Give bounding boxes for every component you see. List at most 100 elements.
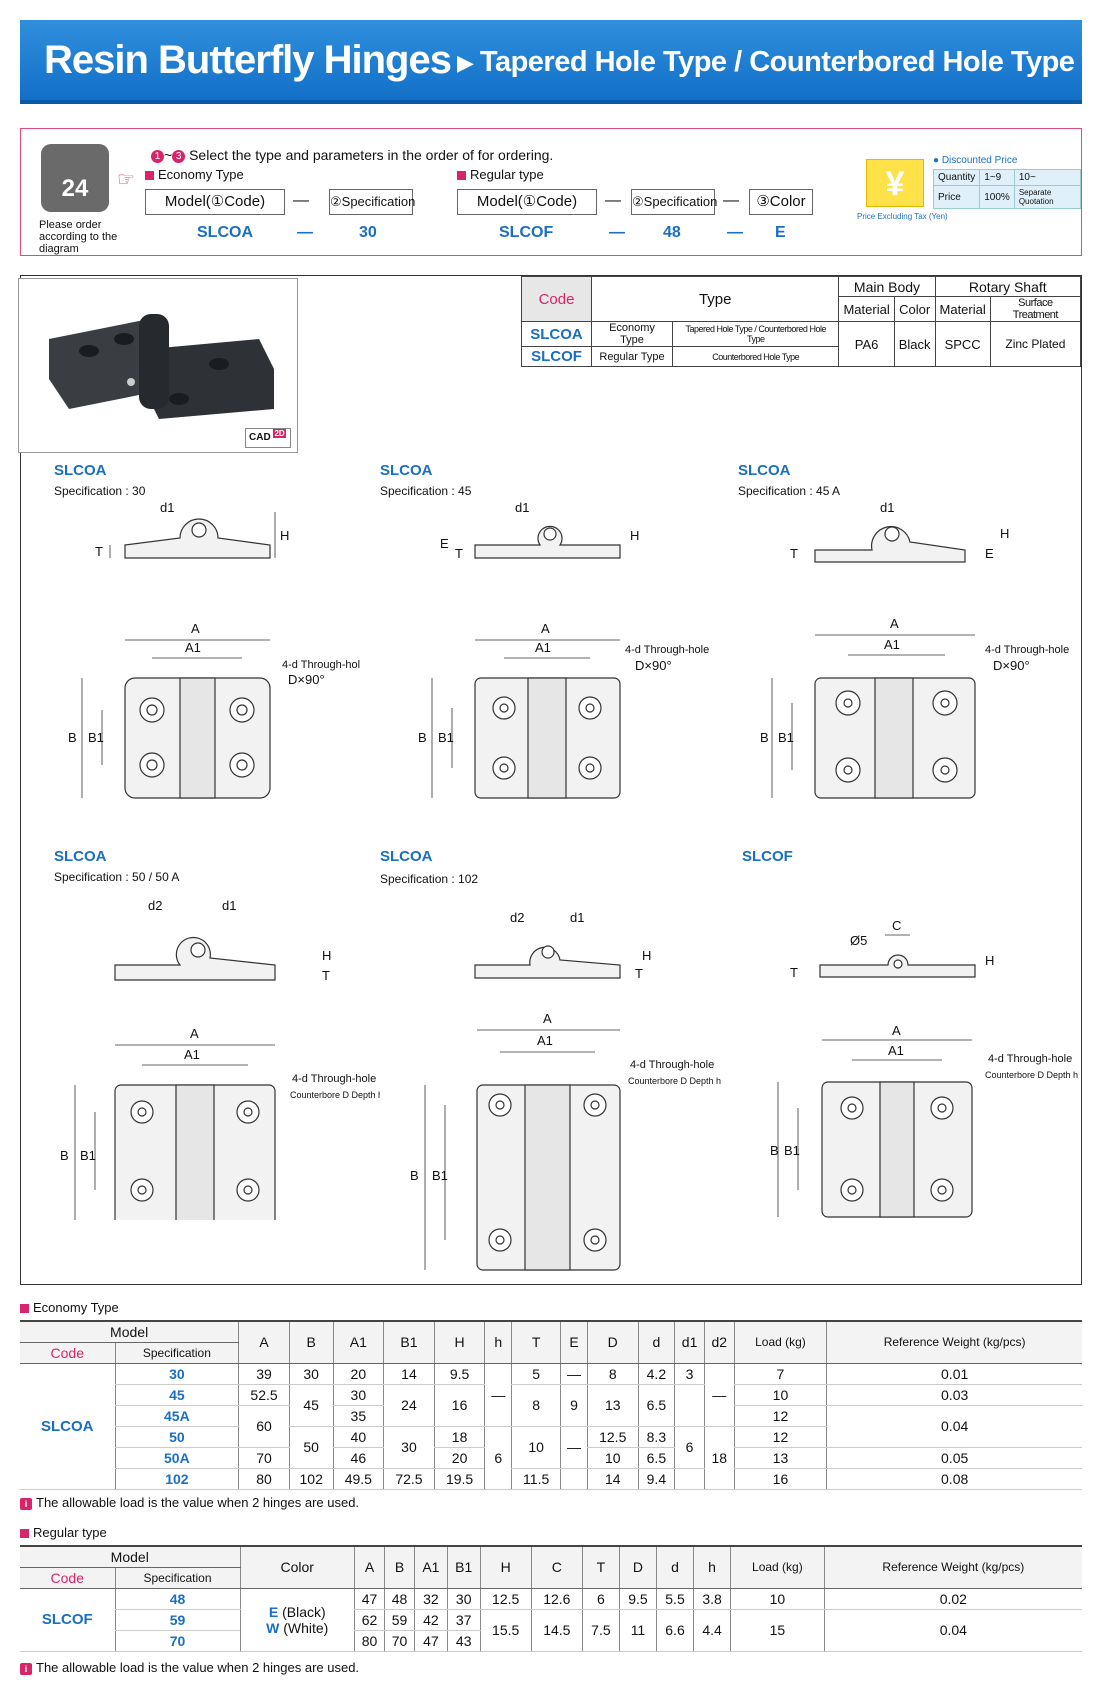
svg-text:E: E — [985, 546, 994, 561]
dim-H: H — [280, 528, 289, 543]
svg-text:A: A — [190, 1026, 199, 1041]
dash: — — [293, 192, 309, 209]
drawing-title: SLCOA — [380, 462, 433, 479]
svg-text:T: T — [790, 546, 798, 561]
svg-text:A: A — [892, 1023, 901, 1038]
regular-color-box: ③Color — [749, 189, 813, 215]
svg-text:C: C — [892, 918, 901, 933]
regular-model-box: Model(①Code) — [457, 189, 597, 215]
economy-type-label: Economy Type — [145, 167, 244, 182]
svg-text:d2: d2 — [510, 910, 524, 925]
svg-text:T: T — [455, 546, 463, 561]
dim-T: T — [95, 544, 103, 559]
svg-text:Ø5: Ø5 — [850, 933, 867, 948]
svg-text:d1: d1 — [570, 910, 584, 925]
svg-text:d1: d1 — [880, 500, 894, 515]
economy-section-title: Economy Type — [20, 1300, 119, 1315]
drawing-panel — [20, 275, 1082, 1285]
svg-text:B1: B1 — [778, 730, 794, 745]
svg-text:B: B — [418, 730, 427, 745]
product-photo — [18, 278, 298, 453]
page-header: Resin Butterfly Hinges ▶ Tapered Hole Ty… — [20, 20, 1082, 104]
regular-spec-box: ②Specification — [631, 189, 717, 215]
svg-text:A1: A1 — [535, 640, 551, 655]
page-subtitle: Tapered Hole Type / Counterbored Hole Ty… — [479, 45, 1075, 78]
svg-text:A: A — [890, 616, 899, 631]
regular-color-value: E — [775, 224, 786, 241]
svg-text:4-d Through-hole: 4-d Through-hole — [985, 644, 1069, 656]
svg-text:4-d Through-hole: 4-d Through-hole — [630, 1059, 714, 1071]
svg-text:B1: B1 — [438, 730, 454, 745]
svg-text:H: H — [630, 528, 639, 543]
cad-badge[interactable]: CAD 2D — [245, 428, 291, 448]
drawing-title: SLCOA — [380, 848, 433, 865]
dim-B: B — [68, 730, 77, 745]
svg-text:T: T — [635, 966, 643, 981]
order-instruction: 1~3 Select the type and parameters in th… — [151, 147, 553, 163]
svg-text:B: B — [410, 1168, 419, 1183]
svg-text:4-d Through-hole: 4-d Through-hole — [292, 1073, 376, 1085]
economy-spec-value: 30 — [359, 224, 377, 241]
dash: — — [297, 224, 313, 241]
svg-text:A: A — [543, 1011, 552, 1026]
ordering-panel: 24 Please order according to the diagram… — [20, 128, 1082, 256]
svg-text:A1: A1 — [888, 1043, 904, 1058]
svg-text:H: H — [322, 948, 331, 963]
play-arrow-icon: ▶ — [456, 50, 474, 75]
dim-A1: A1 — [185, 640, 201, 655]
regular-model-value: SLCOF — [499, 224, 554, 241]
drawing-slcoa-50: A A1 B B1 H T d2 d1 4-d Through-hole Cou… — [60, 898, 380, 1220]
regular-type-label: Regular type — [457, 167, 544, 182]
svg-text:H: H — [985, 953, 994, 968]
svg-text:T: T — [790, 965, 798, 980]
hole-note-2: D×90° — [288, 672, 325, 687]
dim-d1: d1 — [160, 500, 174, 515]
svg-text:Counterbore D Depth h: Counterbore D Depth h — [985, 1070, 1078, 1080]
drawing-slcoa-45: A A1 B B1 H E T d1 4-d Through-hole D×90… — [418, 500, 709, 799]
svg-text:D×90°: D×90° — [993, 658, 1030, 673]
regular-table: Model Color A B A1 B1 H C T D d h Load (… — [20, 1545, 1082, 1652]
drawing-spec: Specification : 45 A — [738, 484, 841, 498]
svg-text:T: T — [322, 968, 330, 983]
svg-text:B: B — [760, 730, 769, 745]
svg-text:Counterbore D Depth h: Counterbore D Depth h — [628, 1076, 721, 1086]
drawing-spec: Specification : 50 / 50 A — [54, 870, 180, 884]
svg-text:Counterbore D Depth h: Counterbore D Depth h — [290, 1090, 380, 1100]
dash: — — [727, 224, 743, 241]
price-caption: Price Excluding Tax (Yen) — [857, 212, 948, 221]
dash: — — [723, 192, 739, 209]
economy-spec-box: ②Specification — [329, 189, 415, 215]
economy-model-box: Model(①Code) — [145, 189, 285, 215]
svg-text:E: E — [440, 536, 449, 551]
economy-table: Model A B A1 B1 H h T E D d d1 d2 Load (… — [20, 1320, 1082, 1490]
dash: — — [605, 192, 621, 209]
svg-text:A: A — [541, 621, 550, 636]
svg-text:4-d Through-hole: 4-d Through-hole — [625, 644, 709, 656]
drawing-slcoa-45a: A A1 B B1 H E T d1 4-d Through-hole D×90… — [760, 500, 1069, 799]
svg-text:A1: A1 — [184, 1047, 200, 1062]
svg-text:D×90°: D×90° — [635, 658, 672, 673]
svg-text:4-d Through-hole: 4-d Through-hole — [988, 1053, 1072, 1065]
drawing-slcoa-30: A A1 B B1 H T d1 4-d Through-hole D×90° — [68, 500, 360, 799]
drawing-title: SLCOF — [742, 848, 793, 865]
svg-text:A1: A1 — [884, 637, 900, 652]
drawing-slcof: A A1 B B1 H T Ø5 C 4-d Through-hole Coun… — [770, 918, 1078, 1218]
drawing-title: SLCOA — [54, 462, 107, 479]
regular-section-title: Regular type — [20, 1525, 107, 1540]
order-caption: Please order according to the diagram — [39, 219, 118, 255]
dim-B1: B1 — [88, 730, 104, 745]
spec-table: Code Type Main Body Rotary Shaft Materia… — [521, 276, 1082, 367]
phone-24-icon: 24 — [41, 144, 109, 212]
svg-text:d1: d1 — [222, 898, 236, 913]
svg-text:H: H — [642, 948, 651, 963]
svg-text:d1: d1 — [515, 500, 529, 515]
svg-text:B1: B1 — [432, 1168, 448, 1183]
svg-text:B: B — [60, 1148, 69, 1163]
dim-A: A — [191, 621, 200, 636]
drawing-title: SLCOA — [738, 462, 791, 479]
svg-text:B1: B1 — [80, 1148, 96, 1163]
regular-spec-value: 48 — [663, 224, 681, 241]
svg-text:B: B — [770, 1143, 779, 1158]
